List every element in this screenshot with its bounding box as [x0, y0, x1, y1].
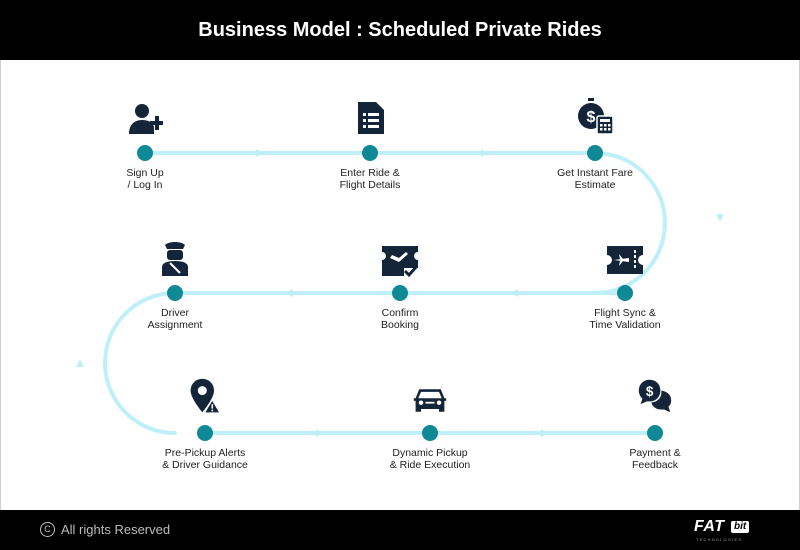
copyright-text: All rights Reserved [61, 522, 171, 537]
step-label: Enter Ride &Flight Details [339, 167, 401, 191]
step-node [137, 145, 153, 161]
flight-ticket-icon [607, 246, 643, 274]
driver-icon [162, 242, 188, 276]
payment-chat-icon: $ [638, 379, 672, 413]
step-label: Flight Sync &Time Validation [589, 307, 661, 331]
step-node [362, 145, 378, 161]
add-user-icon [129, 104, 163, 134]
flow-arrow [541, 429, 549, 437]
step-label: Dynamic Pickup& Ride Execution [389, 447, 471, 471]
flow-arrow [285, 289, 293, 297]
header-bar: Business Model : Scheduled Private Rides [0, 0, 800, 60]
document-list-icon [358, 102, 384, 134]
page-title: Business Model : Scheduled Private Rides [198, 19, 602, 41]
fare-calculator-icon: $ [578, 98, 613, 134]
step-node [647, 425, 663, 441]
step-node [587, 145, 603, 161]
footer-bar: C All rights Reserved FAT bit TECHNOLOGI… [0, 510, 800, 550]
flow-arrow [716, 214, 724, 222]
flow-arrow [510, 289, 518, 297]
fatbit-logo: FAT bit TECHNOLOGIES [694, 518, 758, 542]
step-label: Payment &Feedback [629, 447, 681, 471]
flow-line-row2 [103, 291, 627, 435]
flow-arrow [76, 359, 84, 367]
confirm-booking-icon [382, 246, 418, 278]
step-node [422, 425, 438, 441]
step-node [617, 285, 633, 301]
copyright: C All rights Reserved [40, 522, 170, 537]
svg-text:$: $ [646, 384, 654, 399]
car-icon [413, 389, 447, 412]
flow-arrow [316, 429, 324, 437]
svg-text:$: $ [587, 109, 596, 126]
step-node [197, 425, 213, 441]
copyright-icon: C [40, 522, 55, 537]
flow-arrow [481, 149, 489, 157]
flow-line-row1 [143, 151, 667, 295]
step-node [167, 285, 183, 301]
step-node [392, 285, 408, 301]
step-label: Sign Up/ Log In [126, 167, 164, 191]
flow-arrow [256, 149, 264, 157]
location-alert-icon [190, 378, 222, 414]
step-label: Pre-Pickup Alerts& Driver Guidance [162, 447, 248, 471]
